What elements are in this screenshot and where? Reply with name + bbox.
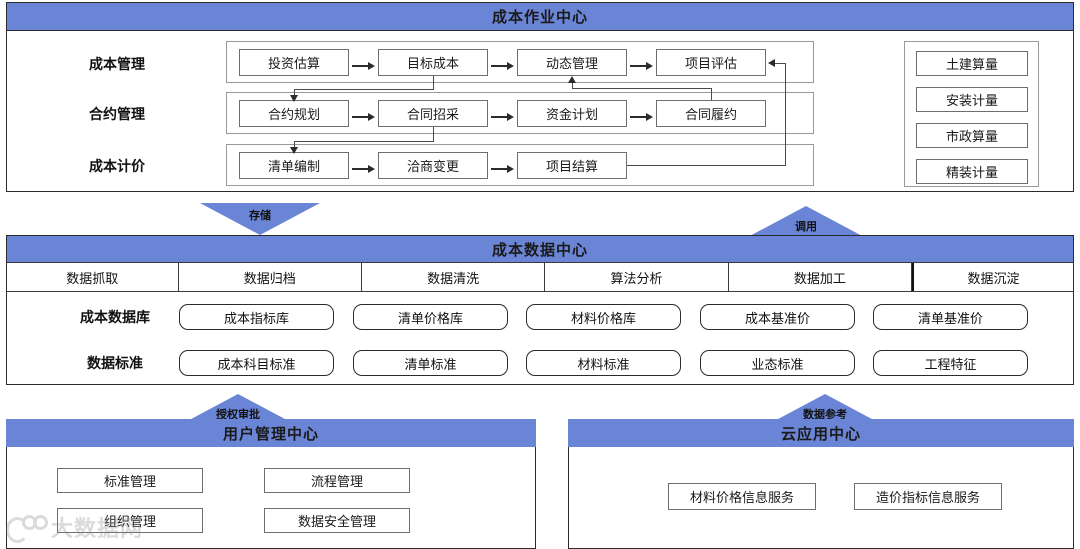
arrow-row1-1 bbox=[352, 62, 375, 70]
data-item-cost-benchmark-price[interactable]: 成本基准价 bbox=[700, 304, 855, 330]
approval-label: 授权审批 bbox=[216, 409, 260, 421]
conn-target-to-planning-v1 bbox=[433, 76, 434, 89]
arrow-row3-2 bbox=[491, 165, 514, 173]
work-node-contract-performance[interactable]: 合同履约 bbox=[656, 100, 766, 127]
arrow-row2-3 bbox=[630, 113, 653, 121]
arrow-row1-3 bbox=[630, 62, 653, 70]
work-node-target-cost[interactable]: 目标成本 bbox=[378, 49, 488, 76]
data-item-cost-account-standard[interactable]: 成本科目标准 bbox=[179, 350, 334, 376]
data-center-title: 成本数据中心 bbox=[7, 236, 1073, 262]
data-item-business-format-standard[interactable]: 业态标准 bbox=[700, 350, 855, 376]
data-item-boq-standard[interactable]: 清单标准 bbox=[353, 350, 508, 376]
tab-data-cleaning[interactable]: 数据清洗 bbox=[362, 263, 546, 291]
arrow-row2-1 bbox=[352, 113, 375, 121]
work-node-contract-planning[interactable]: 合约规划 bbox=[239, 100, 349, 127]
user-item-standard-management[interactable]: 标准管理 bbox=[57, 468, 203, 493]
data-row-label-data-standard: 数据标准 bbox=[87, 355, 143, 371]
arrow-row2-2 bbox=[491, 113, 514, 121]
conn-bidding-to-boq-arrow bbox=[290, 147, 298, 154]
data-center-tabs: 数据抓取 数据归档 数据清洗 算法分析 数据加工 数据沉淀 bbox=[7, 262, 1073, 292]
conn-target-to-planning-h bbox=[294, 89, 434, 90]
conn-performance-to-dynamic-arrow bbox=[568, 76, 576, 83]
conn-performance-to-dynamic-v1 bbox=[711, 88, 712, 100]
arrow-row3-1 bbox=[352, 165, 375, 173]
work-side-item-civil[interactable]: 土建算量 bbox=[916, 51, 1028, 76]
user-item-organization-management[interactable]: 组织管理 bbox=[57, 508, 203, 533]
conn-bidding-to-boq-v2 bbox=[294, 141, 295, 148]
cloud-center-panel: 云应用中心 bbox=[568, 419, 1074, 549]
conn-settlement-to-eval-v bbox=[785, 63, 786, 166]
work-node-fund-plan[interactable]: 资金计划 bbox=[517, 100, 627, 127]
arrow-row1-2 bbox=[491, 62, 514, 70]
conn-performance-to-dynamic-v2 bbox=[572, 82, 573, 89]
invoke-label: 调用 bbox=[795, 221, 817, 233]
conn-performance-to-dynamic-h bbox=[572, 88, 712, 89]
data-item-boq-price-library[interactable]: 清单价格库 bbox=[353, 304, 508, 330]
conn-bidding-to-boq-h bbox=[294, 141, 434, 142]
work-node-dynamic-management[interactable]: 动态管理 bbox=[517, 49, 627, 76]
work-center-title: 成本作业中心 bbox=[7, 3, 1073, 31]
data-item-material-standard[interactable]: 材料标准 bbox=[526, 350, 681, 376]
conn-settlement-to-eval-h2 bbox=[775, 63, 786, 64]
user-item-process-management[interactable]: 流程管理 bbox=[264, 468, 410, 493]
conn-settlement-to-eval-arrow bbox=[768, 59, 775, 67]
work-row-label-contract-management: 合约管理 bbox=[89, 106, 145, 122]
data-item-engineering-feature[interactable]: 工程特征 bbox=[873, 350, 1028, 376]
storage-label: 存储 bbox=[249, 210, 271, 222]
tab-data-precipitation[interactable]: 数据沉淀 bbox=[912, 263, 1073, 291]
tab-algorithm-analysis[interactable]: 算法分析 bbox=[545, 263, 729, 291]
conn-target-to-planning-arrow bbox=[290, 95, 298, 102]
work-node-investment-estimate[interactable]: 投资估算 bbox=[239, 49, 349, 76]
work-row-label-cost-pricing: 成本计价 bbox=[89, 158, 145, 174]
conn-target-to-planning-v2 bbox=[294, 89, 295, 96]
data-row-label-cost-database: 成本数据库 bbox=[80, 309, 150, 325]
cloud-center-title: 云应用中心 bbox=[568, 419, 1074, 447]
work-row-label-cost-management: 成本管理 bbox=[89, 56, 145, 72]
cloud-item-cost-index-service[interactable]: 造价指标信息服务 bbox=[854, 483, 1002, 510]
tab-data-processing[interactable]: 数据加工 bbox=[729, 263, 912, 291]
cloud-item-material-price-service[interactable]: 材料价格信息服务 bbox=[668, 483, 816, 510]
conn-bidding-to-boq-v1 bbox=[433, 127, 434, 141]
work-node-project-settlement[interactable]: 项目结算 bbox=[517, 152, 627, 179]
user-item-data-security-management[interactable]: 数据安全管理 bbox=[264, 508, 410, 533]
work-node-negotiation-change[interactable]: 洽商变更 bbox=[378, 152, 488, 179]
storage-triangle-icon bbox=[200, 203, 320, 235]
user-center-body bbox=[6, 447, 536, 549]
invoke-triangle-icon bbox=[746, 206, 866, 238]
reference-label: 数据参考 bbox=[803, 409, 847, 421]
user-center-title: 用户管理中心 bbox=[6, 419, 536, 447]
data-item-cost-index-library[interactable]: 成本指标库 bbox=[179, 304, 334, 330]
work-side-item-installation[interactable]: 安装计量 bbox=[916, 87, 1028, 112]
data-item-boq-benchmark-price[interactable]: 清单基准价 bbox=[873, 304, 1028, 330]
work-node-contract-bidding[interactable]: 合同招采 bbox=[378, 100, 488, 127]
work-node-boq-preparation[interactable]: 清单编制 bbox=[239, 152, 349, 179]
data-item-material-price-library[interactable]: 材料价格库 bbox=[526, 304, 681, 330]
work-side-item-municipal[interactable]: 市政算量 bbox=[916, 123, 1028, 148]
conn-settlement-to-eval-h1 bbox=[627, 165, 785, 166]
work-node-project-evaluation[interactable]: 项目评估 bbox=[656, 49, 766, 76]
work-side-item-decoration[interactable]: 精装计量 bbox=[916, 159, 1028, 184]
tab-data-archive[interactable]: 数据归档 bbox=[179, 263, 362, 291]
tab-data-capture[interactable]: 数据抓取 bbox=[7, 263, 179, 291]
